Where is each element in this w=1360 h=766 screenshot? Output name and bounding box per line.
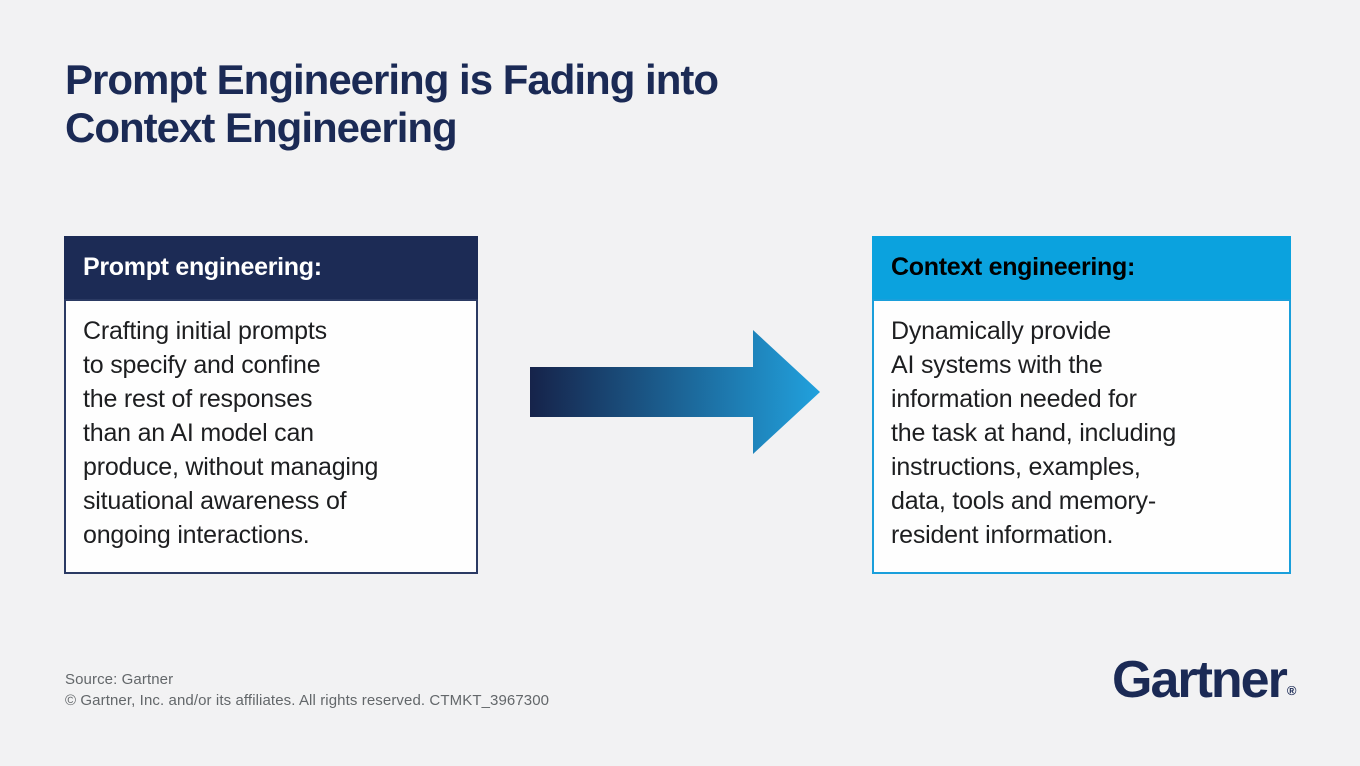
registered-trademark-icon: ® — [1286, 683, 1297, 698]
prompt-card-title: Prompt engineering: — [83, 253, 322, 281]
page-title-line-2: Context Engineering — [65, 104, 458, 151]
right-arrow-icon — [530, 330, 820, 454]
gartner-logo-text: Gartner — [1112, 651, 1288, 709]
source-label: Source: Gartner — [65, 671, 174, 688]
page-title-line-1: Prompt Engineering is Fading into — [65, 56, 719, 103]
context-card-body: Dynamically provide AI systems with the … — [872, 299, 1291, 574]
copyright-label: © Gartner, Inc. and/or its affiliates. A… — [65, 692, 550, 709]
prompt-engineering-card: Prompt engineering: Crafting initial pro… — [64, 236, 478, 574]
context-card-title: Context engineering: — [891, 253, 1136, 281]
footer: Source: Gartner © Gartner, Inc. and/or i… — [65, 669, 549, 711]
prompt-card-header: Prompt engineering: — [64, 236, 478, 299]
page-title: Prompt Engineering is Fading into Contex… — [65, 56, 719, 152]
prompt-card-body: Crafting initial prompts to specify and … — [64, 299, 478, 574]
transition-arrow — [530, 330, 820, 454]
context-card-header: Context engineering: — [872, 236, 1291, 299]
context-engineering-card: Context engineering: Dynamically provide… — [872, 236, 1291, 574]
gartner-logo: Gartner® — [1112, 650, 1296, 710]
